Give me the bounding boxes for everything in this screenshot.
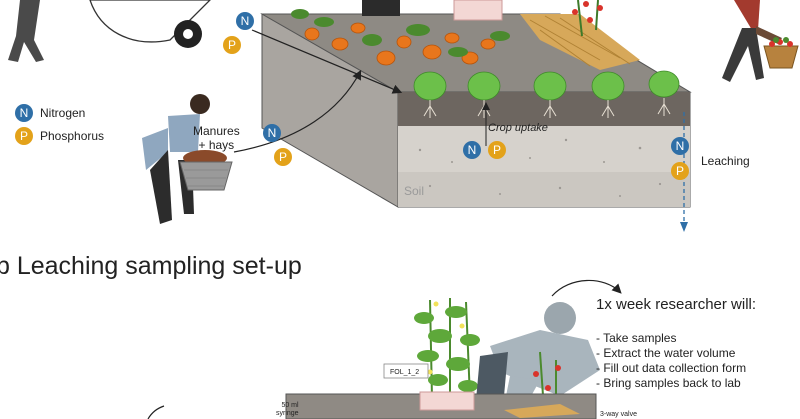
phosphorus-legend-icon: P [15, 127, 33, 145]
crate [453, 0, 503, 21]
dark-box [362, 0, 400, 16]
crop-uptake-label: Crop uptake [488, 122, 548, 134]
nitrogen-badge-manure: N [263, 124, 281, 142]
wheelbarrow-arrow [251, 29, 403, 94]
syringe-label: 50 ml syringe [276, 402, 299, 417]
section-b-title: b Leaching sampling set-up [0, 252, 302, 280]
pumpkin-row [291, 9, 510, 66]
valve-label: 3-way valve [600, 411, 637, 418]
greenhouse-scene [147, 279, 622, 419]
person-basket [722, 0, 799, 82]
task-item: - Bring samples back to lab [596, 376, 741, 390]
sample-tag-label: FOL_1_2 [390, 369, 420, 376]
task-item: - Fill out data collection form [596, 361, 747, 375]
tomato-plants [572, 0, 603, 37]
manures-label: Manures + hays [193, 124, 240, 152]
manure-arrow [233, 69, 362, 153]
nitrogen-badge-crop: N [463, 141, 481, 159]
nitrogen-legend-icon: N [15, 104, 33, 122]
phosphorus-legend-label: Phosphorus [40, 129, 105, 143]
soil-label: Soil [404, 184, 425, 198]
phosphorus-badge-manure: P [274, 148, 292, 166]
hay-mulch [520, 14, 640, 70]
phosphorus-badge-leaching: P [671, 162, 689, 180]
task-item: - Extract the water volume [596, 346, 736, 360]
nitrogen-badge-wheelbarrow: N [236, 12, 254, 30]
person-wheelbarrow [8, 0, 211, 62]
researcher-heading: 1x week researcher will: [596, 296, 757, 313]
phosphorus-badge-crop: P [488, 141, 506, 159]
leaching-label: Leaching [701, 154, 750, 168]
nitrogen-legend-label: Nitrogen [40, 106, 86, 120]
soil-block [260, 13, 692, 208]
phosphorus-badge-wheelbarrow: P [223, 36, 241, 54]
lettuce-row [413, 70, 680, 118]
task-item: - Take samples [596, 331, 677, 345]
person-manure [142, 94, 233, 224]
nitrogen-badge-leaching: N [671, 137, 689, 155]
